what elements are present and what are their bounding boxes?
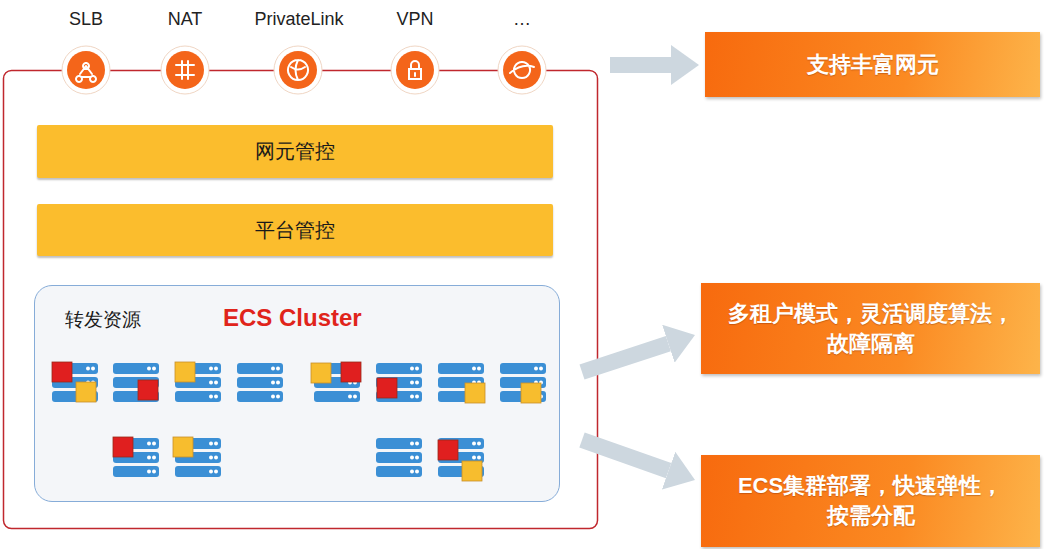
flow-arrow <box>610 57 671 73</box>
panel-title: 转发资源 <box>65 307 141 333</box>
icon-badge <box>273 45 323 95</box>
band-title: 网元管控 <box>255 138 335 165</box>
icon-badge <box>497 45 547 95</box>
feature-box: ECS集群部署，快速弹性， 按需分配 <box>701 455 1040 547</box>
flow-arrow <box>582 440 669 471</box>
icon-badge <box>390 45 440 95</box>
panel-title: ECS Cluster <box>223 304 362 332</box>
panel-heading-row: 转发资源 ECS Cluster <box>55 304 539 333</box>
control-band: 网元管控 <box>37 125 553 178</box>
icon-badge <box>61 45 111 95</box>
feature-text: ECS集群部署，快速弹性， 按需分配 <box>721 471 1020 531</box>
feature-box: 多租户模式，灵活调度算法， 故障隔离 <box>701 283 1040 374</box>
icon-label: SLB <box>69 7 103 31</box>
icon-label: … <box>513 7 531 31</box>
platform-outline <box>4 71 598 529</box>
network-element-icon: NAT <box>130 4 240 96</box>
icon-label: VPN <box>396 7 433 31</box>
network-element-icon: … <box>467 4 577 96</box>
control-band: 平台管控 <box>37 204 553 256</box>
network-element-icon: PrivateLink <box>243 4 355 96</box>
band-title: 平台管控 <box>255 217 335 244</box>
feature-text: 多租户模式，灵活调度算法， 故障隔离 <box>721 299 1020 359</box>
flow-arrow <box>582 344 668 372</box>
feature-box: 支持丰富网元 <box>705 32 1040 97</box>
icon-badge <box>160 45 210 95</box>
icon-label: PrivateLink <box>254 7 343 31</box>
network-element-icon: VPN <box>360 4 470 96</box>
network-element-icon: SLB <box>31 4 141 96</box>
server-icons <box>52 363 546 477</box>
feature-text: 支持丰富网元 <box>807 50 939 80</box>
tenant-markers <box>52 362 541 481</box>
icon-label: NAT <box>168 7 203 31</box>
